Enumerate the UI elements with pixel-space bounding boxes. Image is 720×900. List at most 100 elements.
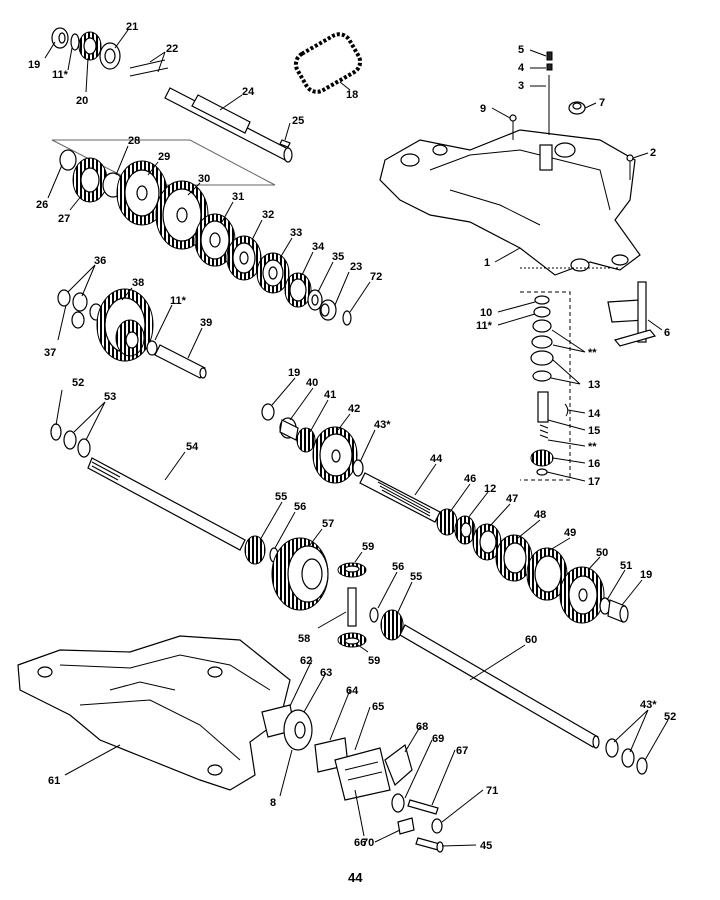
label-52-right: 52 bbox=[664, 711, 676, 723]
label-35: 35 bbox=[332, 251, 344, 263]
upper-housing-1 bbox=[379, 129, 641, 276]
label-43-right: 43* bbox=[640, 699, 657, 711]
lower-housing-61 bbox=[17, 635, 291, 791]
label-12: 12 bbox=[484, 483, 496, 495]
nut-71 bbox=[431, 818, 443, 834]
gear-33 bbox=[256, 252, 290, 294]
label-55-left: 55 bbox=[275, 491, 287, 503]
axle-54 bbox=[87, 457, 246, 551]
label-56-right: 56 bbox=[392, 561, 404, 573]
label-26: 26 bbox=[36, 199, 48, 211]
shaft-44 bbox=[359, 472, 441, 523]
axle-60 bbox=[399, 624, 600, 749]
cap-7 bbox=[568, 101, 586, 115]
label-10: 10 bbox=[480, 307, 492, 319]
bolt-45 bbox=[415, 837, 444, 853]
label-44: 44 bbox=[430, 453, 443, 465]
label-38: 38 bbox=[132, 277, 144, 289]
label-59-top: 59 bbox=[362, 541, 374, 553]
collar-19-top bbox=[51, 27, 69, 49]
label-8: 8 bbox=[270, 797, 276, 809]
shaft-24 bbox=[164, 87, 293, 163]
label-62: 62 bbox=[300, 655, 312, 667]
washer-56-right bbox=[369, 607, 379, 623]
washer-11-top bbox=[70, 33, 80, 51]
label-13: 13 bbox=[588, 379, 600, 391]
label-2: 2 bbox=[650, 147, 656, 159]
label-46: 46 bbox=[464, 473, 476, 485]
label-55-right: 55 bbox=[410, 571, 422, 583]
sprocket-27 bbox=[72, 157, 108, 203]
label-54: 54 bbox=[186, 441, 199, 453]
label-1: 1 bbox=[484, 257, 490, 269]
label-59-bottom: 59 bbox=[368, 655, 380, 667]
page-number: 44 bbox=[348, 870, 363, 885]
label-67: 67 bbox=[456, 745, 468, 757]
label-47: 47 bbox=[506, 493, 518, 505]
label-14: 14 bbox=[588, 408, 601, 420]
label-33: 33 bbox=[290, 227, 302, 239]
detail-stack-10-17 bbox=[530, 295, 554, 476]
pin-58 bbox=[347, 587, 357, 627]
label-52-left: 52 bbox=[72, 377, 84, 389]
label-72: 72 bbox=[370, 271, 382, 283]
label-18: 18 bbox=[346, 89, 358, 101]
gear-38 bbox=[96, 288, 154, 362]
bolt-set-3-4-5 bbox=[546, 51, 553, 135]
label-32: 32 bbox=[262, 209, 274, 221]
bushing-23 bbox=[319, 299, 337, 321]
clip-14 bbox=[564, 403, 569, 417]
label-51: 51 bbox=[620, 560, 632, 572]
lever-65 bbox=[334, 747, 391, 801]
label-double-star-2: ** bbox=[588, 441, 597, 453]
label-56-left: 56 bbox=[294, 501, 306, 513]
gear-34 bbox=[284, 272, 312, 308]
washer-69 bbox=[391, 793, 405, 813]
label-19-right: 19 bbox=[640, 569, 652, 581]
gear-30 bbox=[155, 180, 209, 250]
label-48: 48 bbox=[534, 509, 546, 521]
label-42: 42 bbox=[348, 403, 360, 415]
label-45: 45 bbox=[480, 840, 492, 852]
gear-49 bbox=[526, 547, 568, 601]
keys-22 bbox=[129, 59, 169, 77]
label-70: 70 bbox=[362, 837, 374, 849]
label-36: 36 bbox=[94, 255, 106, 267]
label-66: 66 bbox=[354, 837, 366, 849]
label-65: 65 bbox=[372, 701, 384, 713]
label-22: 22 bbox=[166, 43, 178, 55]
chain-18 bbox=[293, 32, 363, 94]
bolt-67 bbox=[407, 799, 439, 815]
gear-42 bbox=[312, 426, 358, 484]
label-17: 17 bbox=[588, 476, 600, 488]
leader-lines bbox=[44, 29, 669, 847]
clip-70 bbox=[397, 817, 415, 835]
ring-72 bbox=[342, 310, 352, 326]
washer-11-mid bbox=[146, 340, 158, 356]
label-25: 25 bbox=[292, 115, 304, 127]
label-37: 37 bbox=[44, 347, 56, 359]
label-11-box: 11* bbox=[476, 320, 493, 332]
label-69: 69 bbox=[432, 733, 444, 745]
label-84: 64 bbox=[346, 685, 359, 697]
label-49: 49 bbox=[564, 527, 576, 539]
label-19-mid: 19 bbox=[288, 367, 300, 379]
bevel-gear-55-left bbox=[244, 535, 266, 565]
gear-46 bbox=[436, 508, 458, 536]
label-4: 4 bbox=[518, 62, 525, 74]
pin-39 bbox=[154, 344, 207, 379]
detail-box-outline bbox=[520, 267, 620, 481]
label-27: 27 bbox=[58, 213, 70, 225]
label-29: 29 bbox=[158, 151, 170, 163]
label-double-star-1: ** bbox=[588, 347, 597, 359]
label-9: 9 bbox=[480, 103, 486, 115]
collar-19-mid bbox=[261, 403, 275, 421]
gear-32 bbox=[226, 235, 262, 281]
washer-35 bbox=[307, 289, 323, 311]
label-71: 71 bbox=[486, 785, 498, 797]
label-28: 28 bbox=[128, 135, 140, 147]
label-39: 39 bbox=[200, 317, 212, 329]
label-5: 5 bbox=[518, 44, 524, 56]
label-23: 23 bbox=[350, 261, 362, 273]
